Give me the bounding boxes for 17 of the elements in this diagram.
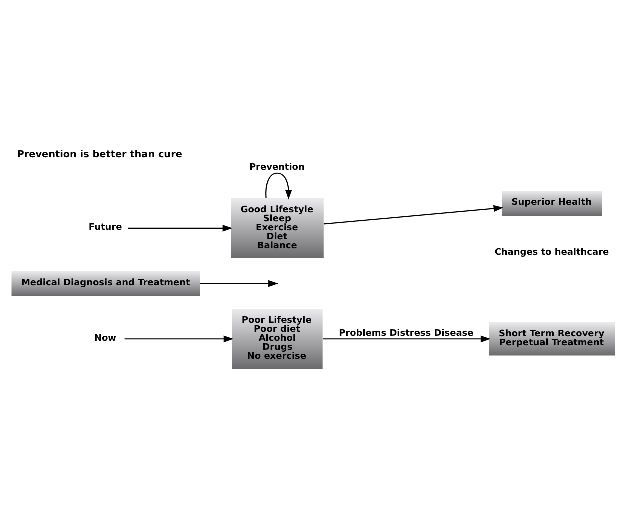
node-box: Medical Diagnosis and Treatment: [12, 271, 200, 296]
node-box: Poor Lifestyle Poor diet Alcohol Drugs No exercise: [232, 309, 323, 370]
node-text: Now: [94, 334, 116, 344]
node-box: Good Lifestyle Sleep Exercise Diet Balance: [231, 198, 324, 258]
arrow: [324, 205, 504, 225]
edge-label: Prevention: [249, 163, 305, 174]
node-box: Superior Health: [502, 191, 602, 216]
edge-label: Problems Distress Disease: [339, 328, 474, 339]
arrow: [124, 336, 234, 343]
node-box: Short Term Recovery Perpetual Treatment: [489, 322, 616, 356]
diagram-title: Prevention is better than cure: [17, 150, 182, 161]
arrow: [128, 224, 233, 232]
node-text: Future: [88, 223, 122, 234]
arrow: [200, 280, 278, 288]
arrow: [323, 336, 491, 343]
arrow: [266, 172, 292, 200]
caption: Changes to healthcare: [494, 248, 610, 258]
